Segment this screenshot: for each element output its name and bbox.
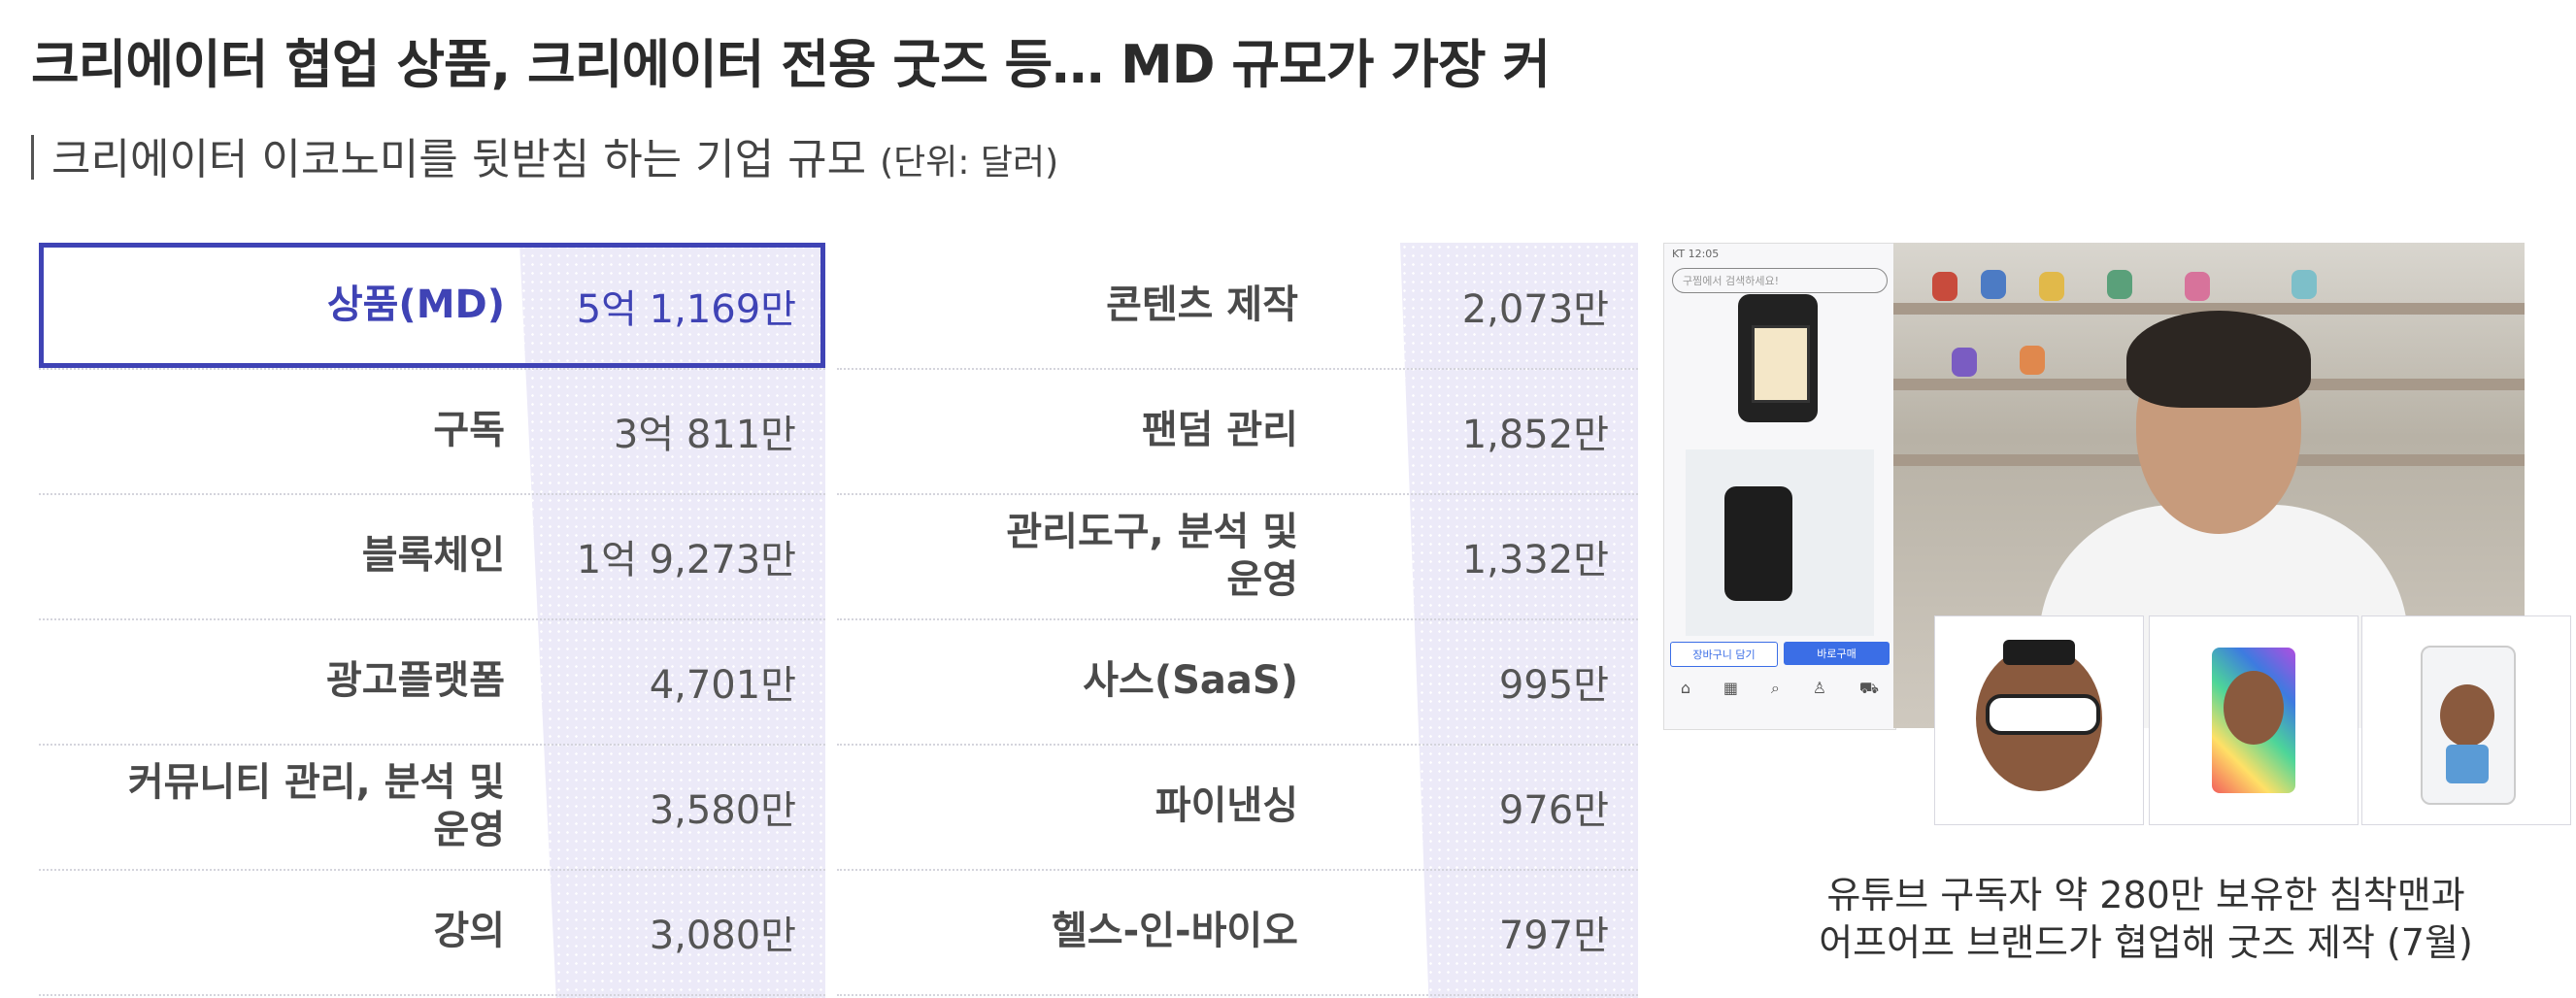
category-label: 파이낸싱 — [1154, 783, 1298, 829]
figure-toy — [1952, 348, 1977, 377]
shop-phone-screenshot: KT 12:05 구찜에서 검색하세요! 장바구니 담기 바로구매 ⌂ ▦ ⌕ … — [1663, 243, 1896, 730]
amount-value: 2,073만 — [1461, 286, 1609, 332]
figure-toy — [1932, 272, 1957, 301]
merch-phone-case-image — [2361, 615, 2571, 825]
shelf — [1893, 303, 2525, 315]
table-row: 광고플랫폼 4,701만 — [39, 618, 825, 746]
table-row: 구독 3억 811만 — [39, 368, 825, 495]
category-label: 강의 — [433, 909, 505, 954]
category-label: 구독 — [433, 408, 505, 453]
table-row: 상품(MD) 5억 1,169만 — [39, 243, 825, 370]
amount-value: 797만 — [1498, 913, 1609, 958]
page-subtitle: 크리에이터 이코노미를 뒷받침 하는 기업 규모 (단위: 달러) — [31, 124, 1058, 186]
table-row: 팬덤 관리 1,852만 — [837, 368, 1638, 495]
caption-line-2: 어프어프 브랜드가 협업해 굿즈 제작 (7월) — [1819, 921, 2473, 965]
figure-toy — [2292, 270, 2317, 299]
table-row: 파이낸싱 976만 — [837, 744, 1638, 871]
phone-case-lifestyle-image — [1686, 449, 1874, 636]
amount-value: 3,580만 — [649, 787, 796, 833]
table-row: 헬스-인-바이오 797만 — [837, 869, 1638, 996]
figure-toy — [2020, 346, 2045, 375]
page-title: 크리에이터 협업 상품, 크리에이터 전용 굿즈 등… MD 규모가 가장 커 — [31, 34, 1551, 95]
figure-toy — [2039, 272, 2064, 301]
amount-value: 4,701만 — [649, 662, 796, 708]
category-label: 콘텐츠 제작 — [1106, 283, 1298, 328]
amount-value: 1,852만 — [1461, 412, 1609, 457]
buy-button: 바로구매 — [1784, 642, 1890, 665]
phone-bottom-nav: ⌂ ▦ ⌕ ♙ ⛟ — [1664, 679, 1895, 699]
subtitle-bar — [31, 135, 34, 180]
phone-search-input: 구찜에서 검색하세요! — [1672, 268, 1888, 293]
amount-value: 5억 1,169만 — [576, 286, 796, 332]
figure-toy — [1981, 270, 2006, 299]
table-row: 블록체인 1억 9,273만 — [39, 493, 825, 620]
figure-toy — [2185, 272, 2210, 301]
unit-label: (단위: 달러) — [880, 143, 1059, 183]
phone-case-product-image — [1738, 294, 1818, 422]
grid-icon: ▦ — [1723, 679, 1739, 697]
merch-card-image — [2149, 615, 2359, 825]
phone-status-bar: KT 12:05 — [1672, 248, 1720, 260]
image-caption: 유튜브 구독자 약 280만 보유한 침착맨과 어프어프 브랜드가 협업해 굿즈… — [1743, 872, 2549, 968]
home-icon: ⌂ — [1680, 679, 1691, 697]
amount-value: 1,332만 — [1461, 537, 1609, 582]
user-icon: ♙ — [1812, 679, 1827, 697]
person-hair — [2126, 311, 2311, 408]
category-label: 사스(SaaS) — [1083, 658, 1298, 704]
highlight-box — [39, 243, 825, 368]
table-row: 콘텐츠 제작 2,073만 — [837, 243, 1638, 370]
category-label: 상품(MD) — [326, 283, 505, 328]
category-label: 광고플랫폼 — [326, 658, 505, 704]
amount-value: 3,080만 — [649, 913, 796, 958]
caption-line-1: 유튜브 구독자 약 280만 보유한 침착맨과 — [1826, 874, 2465, 916]
amount-value: 995만 — [1498, 662, 1609, 708]
table-row: 사스(SaaS) 995만 — [837, 618, 1638, 746]
table-row: 강의 3,080만 — [39, 869, 825, 996]
category-label: 헬스-인-바이오 — [1051, 909, 1298, 954]
cart-icon: ⛟ — [1858, 679, 1880, 697]
category-label: 블록체인 — [361, 533, 505, 579]
amount-value: 3억 811만 — [613, 412, 796, 457]
subtitle-text: 크리에이터 이코노미를 뒷받침 하는 기업 규모 — [51, 135, 867, 184]
merch-griptok-image — [1934, 615, 2144, 825]
category-label: 팬덤 관리 — [1141, 408, 1298, 453]
amount-value: 1억 9,273만 — [576, 537, 796, 582]
amount-value: 976만 — [1498, 787, 1609, 833]
cart-button: 장바구니 담기 — [1670, 642, 1778, 667]
figure-toy — [2107, 270, 2132, 299]
search-icon: ⌕ — [1770, 679, 1780, 697]
